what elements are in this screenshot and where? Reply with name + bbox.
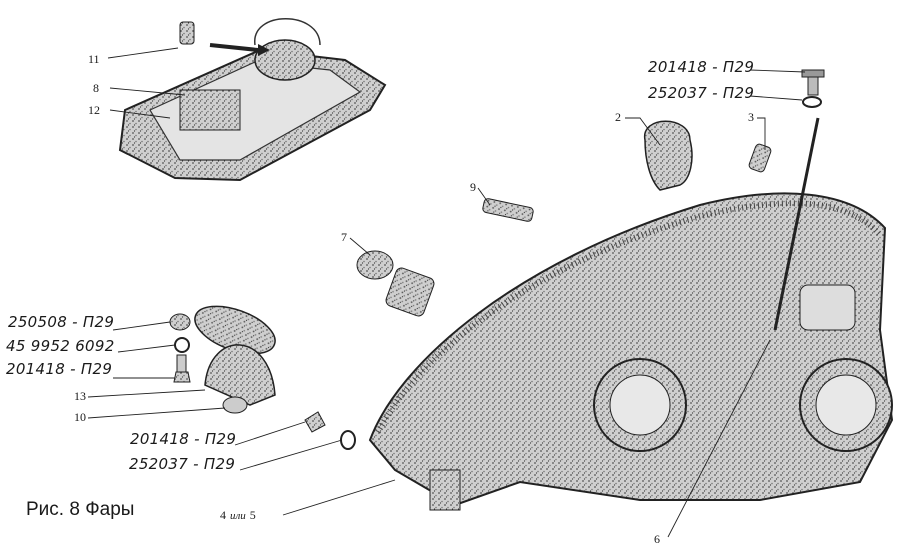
part-number-top-washer: 252037 - П29 bbox=[648, 84, 755, 102]
callout-4: 4 bbox=[220, 508, 226, 522]
callout-11: 11 bbox=[88, 52, 100, 66]
part-number-mid-washer: 252037 - П29 bbox=[129, 455, 236, 473]
callout-12: 12 bbox=[88, 103, 100, 117]
callout-7: 7 bbox=[341, 230, 347, 244]
callout-8: 8 bbox=[93, 81, 99, 95]
part-number-left-lockwasher: 45 9952 6092 bbox=[6, 337, 115, 355]
rear-cover-inset bbox=[118, 18, 387, 182]
bulbs-and-fasteners bbox=[169, 69, 825, 450]
figure-caption: Рис. 8 Фары bbox=[26, 499, 135, 520]
part-number-mid-bolt: 201418 - П29 bbox=[130, 430, 237, 448]
headlight-housing bbox=[368, 192, 894, 511]
callout-6: 6 bbox=[654, 532, 660, 546]
part-number-top-bolt: 201418 - П29 bbox=[648, 58, 755, 76]
part-number-left-nut: 250508 - П29 bbox=[8, 313, 115, 331]
leader-lines bbox=[87, 47, 806, 538]
callout-13: 13 bbox=[74, 389, 86, 403]
part-number-left-bolt: 201418 - П29 bbox=[6, 360, 113, 378]
callout-5: 5 bbox=[249, 508, 256, 522]
callout-3: 3 bbox=[748, 110, 754, 124]
callout-or: или bbox=[230, 510, 246, 522]
callout-9: 9 bbox=[470, 180, 476, 194]
callout-2: 2 bbox=[615, 110, 621, 124]
callout-10: 10 bbox=[74, 410, 86, 424]
